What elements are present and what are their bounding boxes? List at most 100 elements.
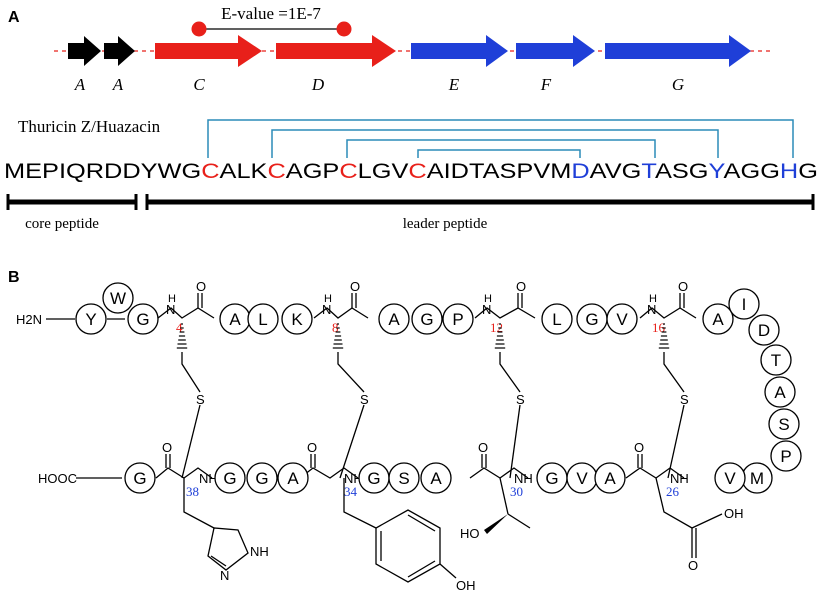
svg-text:S: S	[516, 392, 525, 407]
residue-circle	[594, 462, 626, 494]
bottom-atoms: O NH O NH O NH O NH	[162, 440, 689, 486]
residue-letter: A	[774, 383, 786, 402]
residue-letter: G	[367, 469, 380, 488]
svg-text:H: H	[168, 293, 176, 305]
residue-letter: G	[223, 469, 236, 488]
svg-text:O: O	[162, 440, 172, 455]
gene-arrows	[68, 35, 751, 67]
svg-text:O: O	[478, 440, 488, 455]
residue-number: 30	[510, 484, 523, 499]
residue-circle	[760, 344, 792, 376]
residue-letter: V	[576, 469, 588, 488]
leader-peptide-bar: leader peptide	[145, 194, 815, 232]
svg-text:H: H	[649, 293, 657, 305]
sequence-segment: C	[408, 159, 426, 183]
gene-label: A	[112, 75, 124, 94]
svg-text:H: H	[324, 293, 332, 305]
sequence-segment: Y	[709, 159, 726, 183]
evalue-link: E-value =1E-7	[191, 4, 352, 37]
residue-number: 4	[176, 320, 183, 335]
residue-number: 34	[344, 484, 358, 499]
residue-circle	[277, 462, 309, 494]
residue-circle	[214, 462, 246, 494]
svg-text:O: O	[678, 279, 688, 294]
svg-text:NH: NH	[670, 471, 689, 486]
residue-letter: V	[616, 310, 628, 329]
sequence-segment: C	[201, 159, 219, 183]
panel-a-label: A	[8, 9, 20, 26]
sequence-segment: ASG	[655, 159, 709, 183]
residue-circle	[378, 303, 410, 335]
svg-text:S: S	[196, 392, 205, 407]
core-peptide-label: core peptide	[25, 216, 99, 232]
residue-circle	[102, 282, 134, 314]
bottom-residue-numbers: 38 34 30 26	[186, 484, 680, 499]
sequence-segment: ALK	[220, 159, 269, 183]
residue-letter: P	[452, 310, 463, 329]
sequence-segment: LGV	[358, 159, 410, 183]
svg-text:N: N	[220, 568, 229, 583]
sequence-segment: MEPIQRDDYWG	[4, 159, 201, 183]
n-terminus: H2N	[16, 312, 42, 327]
residue-circle	[770, 440, 802, 472]
svg-text:O: O	[196, 279, 206, 294]
residue-circle	[75, 303, 107, 335]
residue-circle	[127, 303, 159, 335]
svg-text:N: N	[647, 302, 656, 317]
residue-letter: A	[712, 310, 724, 329]
svg-text:O: O	[516, 279, 526, 294]
residue-letter: S	[398, 469, 409, 488]
residue-circle	[728, 288, 760, 320]
svg-text:N: N	[322, 302, 331, 317]
residue-number: 26	[666, 484, 680, 499]
sequence-segment: AGP	[286, 159, 340, 183]
residue-circle	[246, 462, 278, 494]
residue-circle	[702, 303, 734, 335]
residue-letter: A	[287, 469, 299, 488]
gene-label: G	[672, 75, 684, 94]
residue-number: 38	[186, 484, 199, 499]
svg-text:H: H	[484, 293, 492, 305]
tyrosine-sidechain: OH	[343, 478, 476, 593]
residue-letter: W	[110, 289, 126, 308]
sequence-segment: AVG	[590, 159, 642, 183]
gene-arrow-f	[516, 35, 595, 67]
gene-labels: A A C D E F G	[74, 75, 684, 94]
residue-letter: M	[750, 469, 764, 488]
histidine-sidechain: N NH	[183, 478, 269, 583]
svg-text:O: O	[634, 440, 644, 455]
gene-arrow-a1	[68, 36, 101, 66]
svg-text:NH: NH	[514, 471, 533, 486]
residue-letter: D	[758, 321, 770, 340]
gene-arrow-d	[276, 35, 396, 67]
svg-text:S: S	[680, 392, 689, 407]
svg-text:S: S	[360, 392, 369, 407]
aspartate-sidechain: O OH	[655, 477, 744, 573]
gene-arrow-a2	[104, 36, 135, 66]
residue-circle	[281, 303, 313, 335]
peptide-name: Thuricin Z/Huazacin	[18, 117, 161, 136]
residue-letter: V	[724, 469, 736, 488]
residue-letter: G	[585, 310, 598, 329]
residue-letter: G	[133, 469, 146, 488]
sequence-segment: D	[571, 159, 589, 183]
residue-number: 16	[652, 320, 666, 335]
residue-letter: S	[778, 415, 789, 434]
svg-text:HO: HO	[460, 526, 480, 541]
svg-text:O: O	[350, 279, 360, 294]
residue-letter: P	[780, 447, 791, 466]
svg-text:N: N	[166, 302, 175, 317]
crosslink-brackets	[207, 119, 794, 158]
residue-letter: A	[229, 310, 241, 329]
residue-letter: I	[742, 295, 747, 314]
residue-circle	[606, 303, 638, 335]
core-peptide-bar: core peptide	[6, 194, 138, 232]
residue-letter: G	[136, 310, 149, 329]
top-atoms: HN O HN O HN O HN O	[166, 279, 688, 317]
threonine-sidechain: HO	[460, 477, 531, 541]
residue-circle	[748, 314, 780, 346]
residue-letter: G	[255, 469, 268, 488]
gene-arrow-g	[605, 35, 751, 67]
